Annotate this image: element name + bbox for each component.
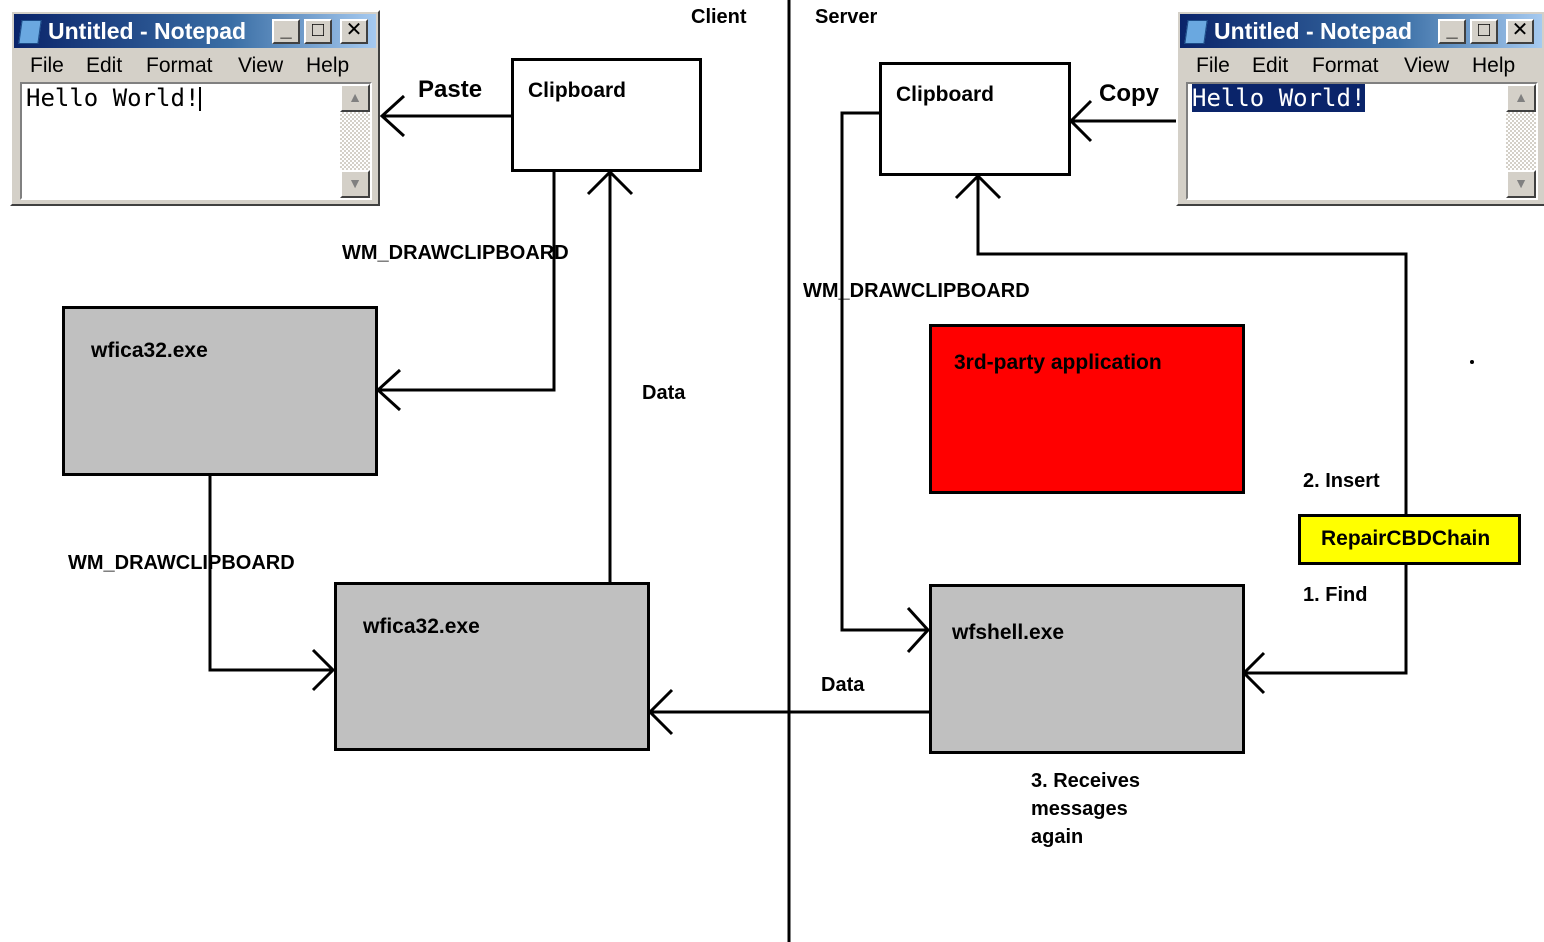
menu-file[interactable]: File bbox=[30, 54, 64, 77]
wm-client-top-arrowhead bbox=[375, 368, 402, 412]
server-heading: Server bbox=[815, 6, 878, 28]
server-clipboard-box: Clipboard bbox=[879, 62, 1071, 176]
menu-edit[interactable]: Edit bbox=[86, 54, 123, 77]
data-bridge-arrowhead bbox=[647, 688, 674, 736]
notepad-menubar: File Edit Format View Help bbox=[14, 50, 376, 80]
receives-step-label-line3: again bbox=[1031, 826, 1084, 848]
wm-server-arrowhead bbox=[906, 606, 931, 654]
wm-client-top-line bbox=[378, 170, 556, 392]
repair-insert-line bbox=[976, 176, 1408, 515]
maximize-button[interactable]: □ bbox=[1470, 19, 1498, 44]
wm-client-left-arrowhead bbox=[311, 648, 336, 692]
wm-client-left-line bbox=[208, 474, 333, 672]
receives-step-label-line1: 3. Receives bbox=[1031, 770, 1140, 792]
notepad-title: Untitled - Notepad bbox=[1214, 18, 1413, 44]
data-label-bridge: Data bbox=[821, 674, 865, 696]
box-label: Clipboard bbox=[896, 83, 994, 106]
menu-help[interactable]: Help bbox=[306, 54, 350, 77]
notepad-window-client[interactable]: Untitled - Notepad _ □ ✕ File Edit Forma… bbox=[10, 10, 380, 206]
paste-arrowhead bbox=[379, 94, 406, 138]
copy-arrowhead bbox=[1068, 99, 1093, 143]
client-clipboard-box: Clipboard bbox=[511, 58, 702, 172]
third-party-app-box: 3rd-party application bbox=[929, 324, 1245, 494]
data-client-arrowhead bbox=[586, 169, 634, 196]
scroll-up-arrow-icon[interactable]: ▲ bbox=[340, 84, 370, 112]
find-step-label: 1. Find bbox=[1303, 584, 1368, 606]
notepad-text: Hello World! bbox=[26, 84, 200, 112]
vertical-scrollbar[interactable]: ▲ ▼ bbox=[340, 84, 370, 198]
minimize-button[interactable]: _ bbox=[272, 19, 300, 44]
wm-server-line bbox=[840, 111, 928, 632]
text-caret bbox=[199, 87, 202, 111]
vertical-scrollbar[interactable]: ▲ ▼ bbox=[1506, 84, 1536, 198]
insert-step-label: 2. Insert bbox=[1303, 470, 1380, 492]
notepad-text-area[interactable]: Hello World! ▲ ▼ bbox=[1186, 82, 1538, 200]
box-label: RepairCBDChain bbox=[1321, 527, 1491, 550]
wm-drawclipboard-label-client-top: WM_DRAWCLIPBOARD bbox=[342, 242, 569, 264]
menu-view[interactable]: View bbox=[1404, 54, 1450, 77]
scroll-down-arrow-icon[interactable]: ▼ bbox=[1506, 170, 1536, 198]
box-label: wfica32.exe bbox=[91, 339, 208, 362]
menu-help[interactable]: Help bbox=[1472, 54, 1516, 77]
menu-format[interactable]: Format bbox=[146, 54, 213, 77]
wfica32-top-box: wfica32.exe bbox=[62, 306, 378, 476]
box-label: wfica32.exe bbox=[363, 615, 480, 638]
repair-cbd-chain-box: RepairCBDChain bbox=[1298, 514, 1521, 565]
repair-insert-arrowhead bbox=[954, 173, 1002, 200]
wfica32-bottom-box: wfica32.exe bbox=[334, 582, 650, 751]
client-heading: Client bbox=[691, 6, 747, 28]
scroll-down-arrow-icon[interactable]: ▼ bbox=[340, 170, 370, 198]
notepad-selected-text: Hello World! bbox=[1192, 84, 1366, 112]
copy-label: Copy bbox=[1099, 80, 1159, 107]
data-label-client: Data bbox=[642, 382, 686, 404]
wfshell-box: wfshell.exe bbox=[929, 584, 1245, 754]
menu-format[interactable]: Format bbox=[1312, 54, 1379, 77]
notepad-icon bbox=[18, 20, 42, 44]
notepad-titlebar[interactable]: Untitled - Notepad _ □ ✕ bbox=[14, 14, 376, 48]
wm-drawclipboard-label-server: WM_DRAWCLIPBOARD bbox=[803, 280, 1030, 302]
box-label: 3rd-party application bbox=[954, 351, 1162, 374]
menu-file[interactable]: File bbox=[1196, 54, 1230, 77]
paste-label: Paste bbox=[418, 76, 483, 103]
stray-dot bbox=[1470, 360, 1474, 364]
notepad-text-area[interactable]: Hello World! ▲ ▼ bbox=[20, 82, 372, 200]
menu-edit[interactable]: Edit bbox=[1252, 54, 1289, 77]
close-button[interactable]: ✕ bbox=[1506, 19, 1534, 44]
wm-drawclipboard-label-client-left: WM_DRAWCLIPBOARD bbox=[68, 552, 295, 574]
maximize-button[interactable]: □ bbox=[304, 19, 332, 44]
box-label: Clipboard bbox=[528, 79, 626, 102]
close-button[interactable]: ✕ bbox=[340, 19, 368, 44]
receives-step-label-line2: messages bbox=[1031, 798, 1128, 820]
box-label: wfshell.exe bbox=[952, 621, 1065, 644]
notepad-menubar: File Edit Format View Help bbox=[1180, 50, 1542, 80]
menu-view[interactable]: View bbox=[238, 54, 284, 77]
notepad-window-server[interactable]: Untitled - Notepad _ □ ✕ File Edit Forma… bbox=[1176, 10, 1544, 206]
minimize-button[interactable]: _ bbox=[1438, 19, 1466, 44]
notepad-icon bbox=[1184, 20, 1208, 44]
notepad-title: Untitled - Notepad bbox=[48, 18, 247, 44]
scroll-up-arrow-icon[interactable]: ▲ bbox=[1506, 84, 1536, 112]
repair-find-line bbox=[1244, 563, 1408, 675]
notepad-titlebar[interactable]: Untitled - Notepad _ □ ✕ bbox=[1180, 14, 1542, 48]
